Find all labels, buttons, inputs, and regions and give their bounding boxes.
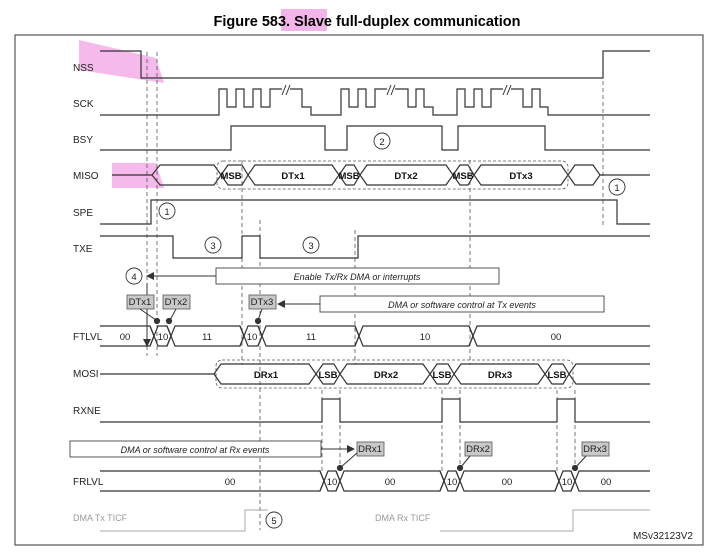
frlvl-value-6: 10 bbox=[562, 477, 573, 488]
mosi-drx3: DRx3 bbox=[488, 370, 512, 381]
frlvl-value-1: 00 bbox=[225, 477, 236, 488]
spe-waveform bbox=[100, 199, 650, 225]
ftlvl-value-1: 00 bbox=[120, 332, 131, 343]
callout-circles bbox=[125, 132, 626, 529]
frlvl-value-3: 00 bbox=[385, 477, 396, 488]
guide-lines bbox=[146, 52, 604, 530]
signal-label-sck: SCK bbox=[73, 99, 94, 110]
tag-drx2-label: DRx2 bbox=[466, 444, 490, 455]
ftlvl-value-6: 10 bbox=[420, 332, 431, 343]
miso-msb-1: MSB bbox=[220, 171, 241, 182]
signal-label-spe: SPE bbox=[73, 208, 93, 219]
callout-1-miso: 1 bbox=[614, 183, 619, 194]
frlvl-value-4: 10 bbox=[447, 477, 458, 488]
ftlvl-value-5: 11 bbox=[306, 332, 316, 343]
callout-5: 5 bbox=[271, 516, 276, 527]
nss-waveform bbox=[100, 50, 650, 79]
tag-dtx2-label: DTx2 bbox=[165, 297, 188, 308]
diagram-frame bbox=[14, 34, 704, 546]
ftlvl-value-7: 00 bbox=[551, 332, 562, 343]
mosi-drx1: DRx1 bbox=[254, 370, 279, 381]
tx-events-note: DMA or software control at Tx events bbox=[388, 300, 536, 310]
tag-drx3 bbox=[581, 441, 610, 457]
miso-waveform bbox=[112, 160, 650, 190]
enable-dma-note: Enable Tx/Rx DMA or interrupts bbox=[294, 272, 421, 282]
tag-dtx2 bbox=[162, 294, 191, 310]
callout-3-b: 3 bbox=[308, 241, 313, 252]
rx-events-note: DMA or software control at Rx events bbox=[121, 445, 270, 455]
frlvl-value-5: 00 bbox=[502, 477, 513, 488]
signal-label-miso: MISO bbox=[73, 171, 99, 182]
miso-dtx1: DTx1 bbox=[281, 171, 305, 182]
signal-label-mosi: MOSI bbox=[73, 369, 99, 380]
mosi-drx2: DRx2 bbox=[374, 370, 398, 381]
ftlvl-value-2: 10 bbox=[158, 332, 169, 343]
signal-label-nss: NSS bbox=[73, 63, 94, 74]
miso-dtx2: DTx2 bbox=[394, 171, 417, 182]
ftlvl-value-4: 10 bbox=[247, 332, 258, 343]
frlvl-value-2: 10 bbox=[327, 477, 338, 488]
signal-label-frlvl: FRLVL bbox=[73, 477, 104, 488]
dma-tx-ticf-waveform bbox=[100, 509, 268, 532]
title-highlight bbox=[281, 9, 327, 31]
tag-drx3-label: DRx3 bbox=[583, 444, 607, 455]
frlvl-waveform bbox=[100, 470, 650, 492]
figure-title: Figure 583. Slave full-duplex communicat… bbox=[214, 14, 521, 30]
miso-msb-2: MSB bbox=[338, 171, 359, 182]
nss-highlight bbox=[79, 40, 164, 83]
bsy-waveform bbox=[100, 125, 650, 151]
dma-rx-ticf-waveform bbox=[440, 509, 650, 532]
signal-label-ftlvl: FTLVL bbox=[73, 332, 103, 343]
callout-1-spe: 1 bbox=[164, 207, 169, 218]
mosi-lsb-1: LSB bbox=[319, 370, 338, 381]
drx-tag-pointers bbox=[336, 452, 587, 472]
signal-label-bsy: BSY bbox=[73, 135, 93, 146]
ftlvl-value-3: 11 bbox=[202, 332, 212, 343]
ftlvl-waveform bbox=[100, 325, 650, 347]
mosi-lsb-3: LSB bbox=[548, 370, 567, 381]
tag-dtx3 bbox=[248, 294, 277, 310]
dtx-tag-pointers bbox=[139, 308, 263, 325]
signal-label-dma-rx-ticf: DMA Rx TICF bbox=[375, 513, 431, 523]
sck-break-marks bbox=[281, 84, 512, 96]
callout-3-a: 3 bbox=[210, 241, 215, 252]
mosi-lsb-2: LSB bbox=[433, 370, 452, 381]
tag-dtx1-label: DTx1 bbox=[129, 297, 152, 308]
rxne-waveform bbox=[100, 398, 650, 423]
tag-drx2 bbox=[464, 441, 493, 457]
sck-waveform bbox=[100, 88, 650, 116]
tag-drx1-label: DRx1 bbox=[358, 444, 382, 455]
mosi-waveform bbox=[100, 359, 650, 389]
frlvl-value-7: 00 bbox=[601, 477, 612, 488]
tag-dtx3-label: DTx3 bbox=[251, 297, 274, 308]
tag-drx1 bbox=[356, 441, 385, 457]
figure-code: MSv32123V2 bbox=[633, 531, 693, 542]
signal-label-dma-tx-ticf: DMA Tx TICF bbox=[73, 513, 128, 523]
signal-label-rxne: RXNE bbox=[73, 406, 101, 417]
txe-waveform bbox=[100, 235, 650, 259]
callout-4: 4 bbox=[131, 272, 136, 283]
miso-msb-3: MSB bbox=[452, 171, 473, 182]
callout-2: 2 bbox=[379, 137, 384, 148]
signal-label-txe: TXE bbox=[73, 244, 93, 255]
miso-dtx3: DTx3 bbox=[509, 171, 532, 182]
